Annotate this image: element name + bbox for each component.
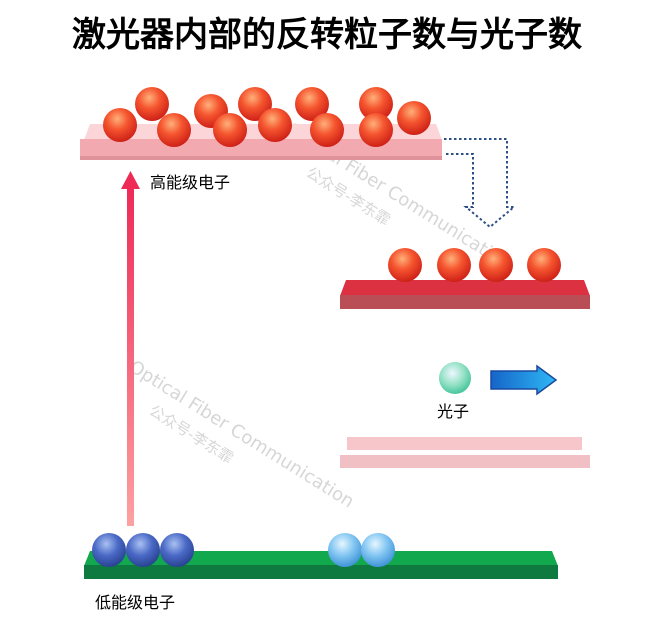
excited-electron	[479, 248, 513, 282]
photon-particle	[439, 362, 471, 394]
pump-arrow	[121, 171, 140, 526]
ground-electron	[328, 533, 362, 567]
excited-electron	[359, 113, 393, 147]
ground-electron	[361, 533, 395, 567]
excited-electron	[397, 101, 431, 135]
excited-electron	[258, 108, 292, 142]
photon-label: 光子	[437, 402, 469, 421]
excited-electron	[310, 113, 344, 147]
high-level-label: 高能级电子	[150, 173, 230, 192]
middle-energy-platform	[340, 280, 590, 309]
excited-electron	[135, 87, 169, 121]
excited-electrons-high	[103, 87, 431, 147]
decay-arrow	[444, 138, 517, 229]
excited-electron	[437, 248, 471, 282]
faded-platform	[340, 437, 590, 468]
excited-electron	[388, 248, 422, 282]
excited-electron	[295, 87, 329, 121]
photon-direction-arrow	[490, 364, 558, 396]
ground-electron	[92, 533, 126, 567]
excited-electron	[157, 113, 191, 147]
low-level-label: 低能级电子	[95, 593, 175, 612]
electrons-middle-level	[388, 248, 561, 282]
excited-electron	[213, 113, 247, 147]
ground-electrons	[92, 533, 395, 567]
low-energy-platform	[84, 551, 558, 579]
watermark-lower: Optical Fiber Communication 公众号-李东霏	[125, 356, 357, 512]
ground-electron	[160, 533, 194, 567]
excited-electron	[359, 87, 393, 121]
excited-electron	[527, 248, 561, 282]
ground-electron	[126, 533, 160, 567]
page-title: 激光器内部的反转粒子数与光子数	[72, 15, 582, 55]
excited-electron	[103, 108, 137, 142]
watermark-text-en: Optical Fiber Communication	[125, 356, 357, 512]
